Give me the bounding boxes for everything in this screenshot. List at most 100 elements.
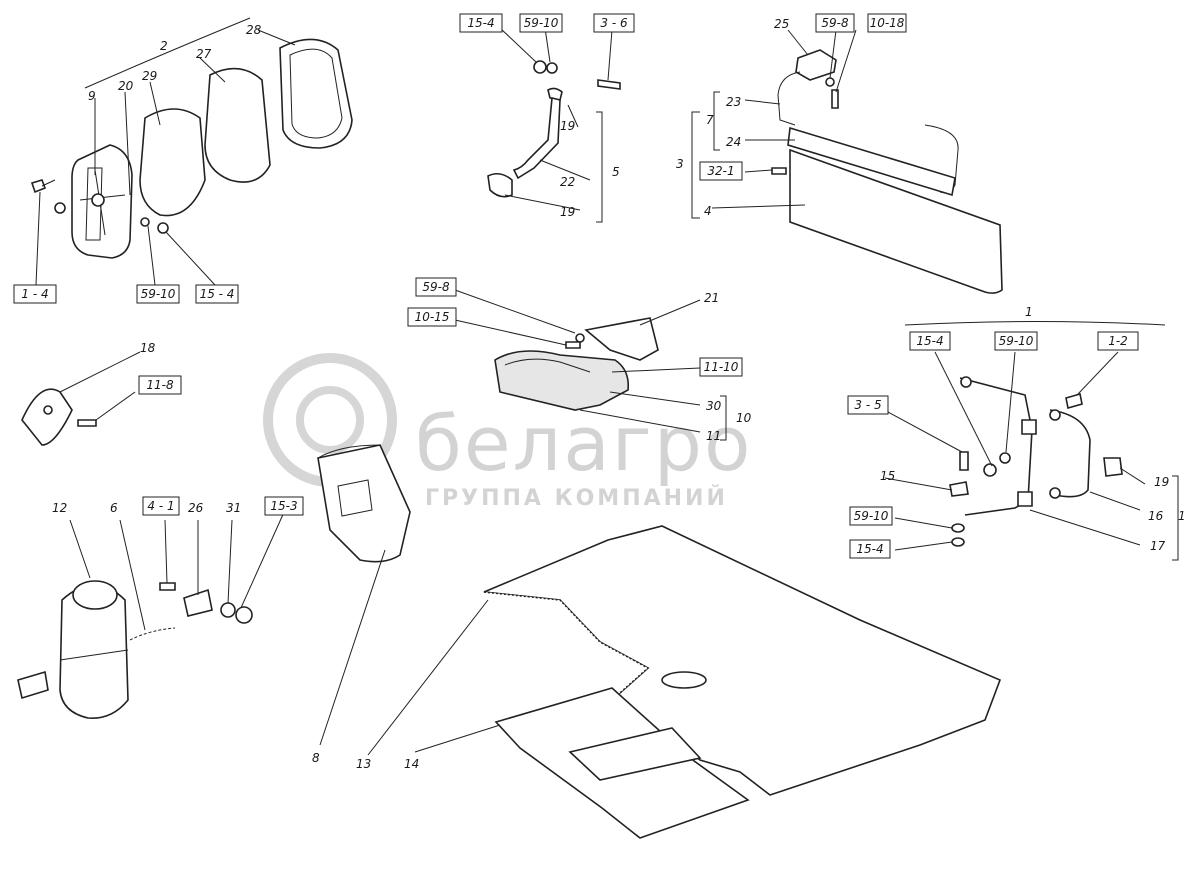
part-number: 3 (676, 157, 684, 171)
part-code-text: 59-10 (524, 16, 559, 30)
part-code-label: 15-4 (849, 539, 891, 559)
part-number: 30 (706, 399, 722, 413)
part-number: 13 (356, 757, 371, 771)
bracket-18-assembly (21, 351, 141, 446)
part-number: 15 (880, 469, 895, 483)
part-number: 19 (1154, 475, 1169, 489)
part-number: 19 (560, 119, 575, 133)
part-code-box (847, 395, 889, 415)
flask-assembly (17, 519, 253, 719)
part-code-box (593, 13, 635, 33)
part-code-label: 59-8 (815, 13, 855, 33)
part-number: 4 (704, 204, 712, 218)
first-aid-kit (239, 444, 411, 746)
washer-59-8 (825, 77, 835, 87)
part-code-text: 59-8 (821, 16, 849, 30)
part-code-text: 59-10 (141, 287, 176, 301)
part-number: 6 (110, 501, 118, 515)
clamp-25 (795, 49, 837, 81)
boxed-labels: 1 - 4 59-10 15 - 4 15-4 59-10 3 - 6 59-8 10-15 1… (13, 13, 1139, 559)
nut-15-3 (235, 606, 253, 624)
flask-bracket (17, 670, 49, 700)
part-code-label: 15-4 (459, 13, 503, 33)
bolt-4-1 (159, 582, 176, 591)
part-number: 17 (1150, 539, 1166, 553)
part-number: 14 (404, 757, 419, 771)
lamp-housing-rib (85, 167, 103, 241)
handle-rod (512, 96, 561, 180)
bracket-18 (21, 388, 73, 446)
part-code-text: 32-1 (707, 164, 734, 178)
flask-band (59, 649, 129, 661)
part-code-text: 15 - 4 (200, 287, 235, 301)
screw-10-15 (565, 341, 581, 349)
washer-59-8-mid (575, 333, 585, 343)
part-number: 29 (142, 69, 157, 83)
bolt-1-2 (1065, 392, 1083, 410)
bracket-21 (584, 317, 659, 361)
part-number: 9 (88, 89, 96, 103)
flask-cap (72, 580, 118, 610)
part-code-box (407, 307, 457, 327)
part-number: 2 (160, 39, 168, 53)
part-code-box (699, 161, 743, 181)
part-number: 18 (140, 341, 156, 355)
washer-left (54, 202, 66, 214)
part-code-label: 59-10 (519, 13, 563, 33)
part-code-box (459, 13, 503, 33)
part-number: 12 (52, 501, 67, 515)
part-code-label: 3 - 6 (593, 13, 635, 33)
part-code-box (415, 277, 457, 297)
hinge-24 (787, 126, 956, 197)
first-aid-cross (337, 479, 373, 517)
bolt-3-5 (959, 451, 969, 471)
part-code-text: 59-8 (422, 280, 450, 294)
bolt-3-6 (597, 79, 621, 90)
part-code-label: 10-15 (407, 307, 457, 327)
screw-10-18 (831, 89, 839, 109)
visor-panel-4 (789, 148, 1003, 294)
group-bracket-7 (713, 91, 720, 151)
handle-assembly (487, 27, 621, 223)
part-number: 8 (312, 751, 320, 765)
part-code-text: 3 - 6 (600, 16, 628, 30)
part-code-box (849, 506, 893, 526)
group-bracket-5 (596, 111, 603, 223)
holder-body (494, 350, 630, 411)
part-code-label: 1-2 (1097, 331, 1139, 351)
lamp-assembly (30, 17, 353, 286)
part-code-text: 59-10 (999, 334, 1034, 348)
part-number: 21 (704, 291, 719, 305)
screw-32-1 (771, 167, 787, 175)
mat-14-cutout (568, 727, 702, 781)
watermark-brand: белагро (415, 399, 752, 488)
part-number: 27 (196, 47, 212, 61)
part-code-box (195, 284, 239, 304)
connector-bottom (1017, 491, 1033, 507)
part-code-box (136, 284, 180, 304)
part-code-box (519, 13, 563, 33)
part-code-text: 15-4 (856, 542, 883, 556)
part-number: 26 (188, 501, 204, 515)
part-code-box (13, 284, 57, 304)
part-code-label: 59-8 (415, 277, 457, 297)
watermark: белагро ГРУППА КОМПАНИЙ (263, 353, 752, 511)
part-number: 1 (1025, 305, 1033, 319)
floor-mats (367, 525, 1002, 839)
part-code-text: 15-3 (270, 499, 297, 513)
part-code-text: 4 - 1 (147, 499, 174, 513)
part-code-text: 11-10 (704, 360, 739, 374)
watermark-subtitle: ГРУППА КОМПАНИЙ (425, 485, 728, 511)
cable-16-17 (959, 377, 1033, 516)
part-code-label: 1 - 4 (13, 284, 57, 304)
part-code-box (849, 539, 891, 559)
reflector-mesh (139, 108, 206, 217)
screw-1-4 (30, 179, 47, 194)
nut-15-4-right (983, 463, 997, 477)
part-number: 16 (1148, 509, 1164, 523)
part-code-label: 15 - 4 (195, 284, 239, 304)
part-code-box (909, 331, 951, 351)
part-code-label: 4 - 1 (142, 496, 180, 516)
